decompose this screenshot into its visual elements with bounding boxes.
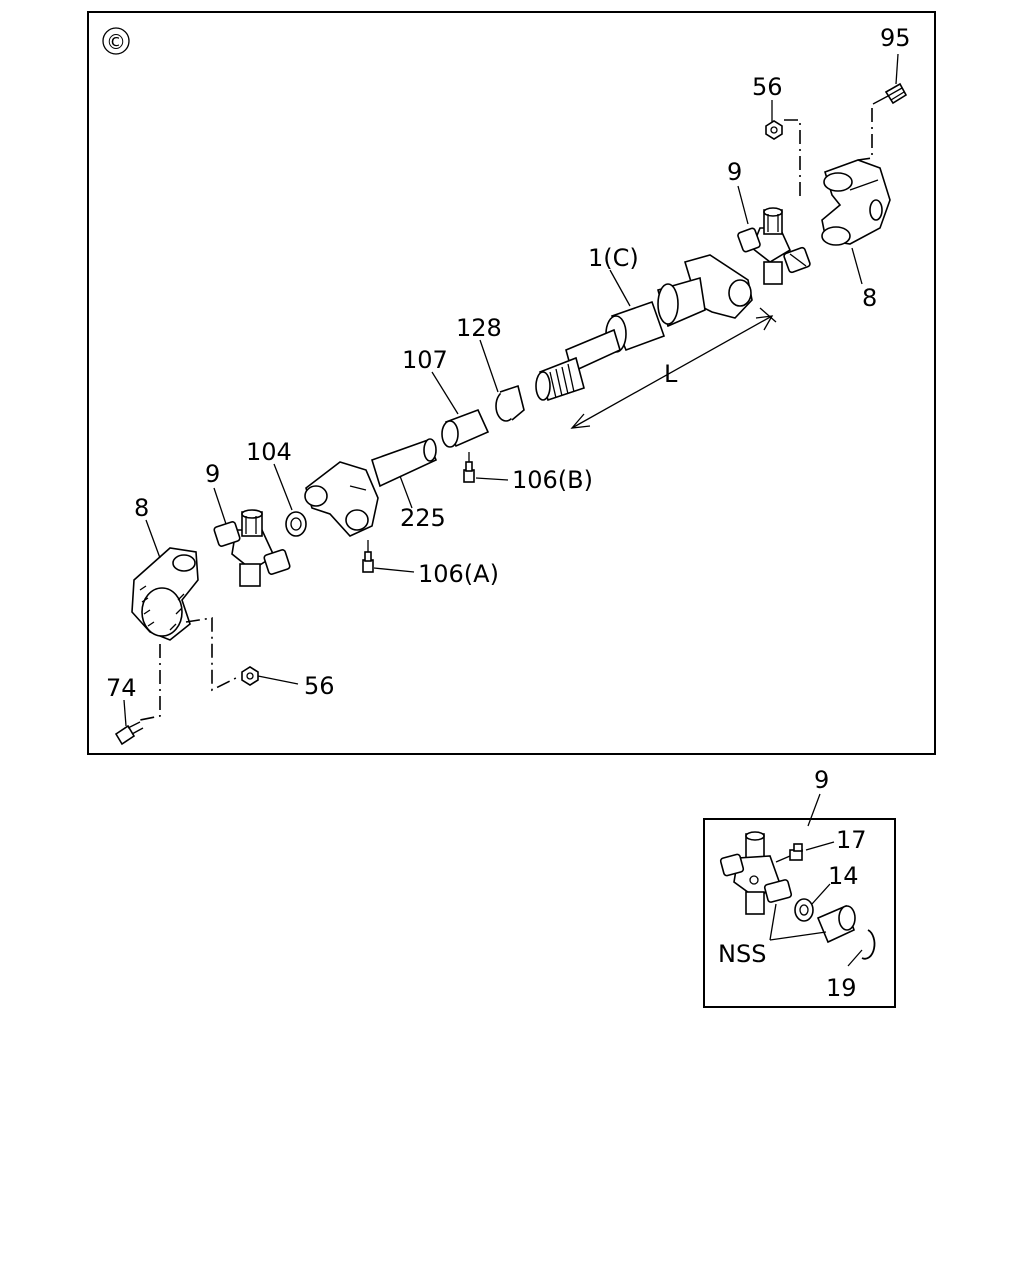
nut-56-top bbox=[765, 120, 783, 140]
inset-frame bbox=[703, 818, 896, 1008]
flange-yoke-8-right bbox=[821, 159, 891, 246]
inset-cross-9 bbox=[719, 831, 793, 915]
inset-grease-nipple-17 bbox=[775, 843, 803, 863]
length-dimension-L bbox=[570, 307, 777, 429]
universal-joint-cross-9-right bbox=[737, 207, 811, 285]
callout-74: 74 bbox=[106, 674, 137, 702]
inset-seal-14 bbox=[794, 898, 814, 922]
nut-56-bottom bbox=[241, 666, 259, 686]
callout-107: 107 bbox=[402, 346, 448, 374]
flange-yoke-8-left bbox=[131, 547, 199, 641]
callout-106b: 106(B) bbox=[512, 466, 593, 494]
callout-8-right: 8 bbox=[862, 284, 877, 312]
callout-56-top: 56 bbox=[752, 73, 783, 101]
bearing-cap-104 bbox=[285, 511, 307, 537]
inset-bearing-cup bbox=[816, 904, 856, 944]
universal-joint-cross-9-left bbox=[213, 509, 291, 587]
bolt-95 bbox=[872, 82, 908, 105]
svg-text:©: © bbox=[106, 30, 126, 54]
inset-callout-17: 17 bbox=[836, 826, 867, 854]
inset-callout-19: 19 bbox=[826, 974, 857, 1002]
callout-9-left: 9 bbox=[205, 460, 220, 488]
inset-callout-14: 14 bbox=[828, 862, 859, 890]
callout-95: 95 bbox=[880, 24, 911, 52]
callout-56-bottom: 56 bbox=[304, 672, 335, 700]
inset-snap-ring-19 bbox=[861, 929, 876, 960]
boot-sleeve-107 bbox=[441, 408, 490, 448]
slip-yoke-225 bbox=[304, 438, 438, 537]
seal-ring-128 bbox=[495, 384, 525, 422]
callout-225: 225 bbox=[400, 504, 446, 532]
grease-nipple-106a bbox=[362, 540, 374, 573]
callout-L: L bbox=[664, 360, 678, 388]
grease-nipple-106b bbox=[463, 452, 475, 483]
callout-128: 128 bbox=[456, 314, 502, 342]
inset-leader-lines bbox=[769, 841, 863, 967]
main-diagram-frame bbox=[87, 11, 936, 755]
inset-callout-9: 9 bbox=[814, 766, 829, 794]
propeller-shaft-1c bbox=[535, 254, 753, 402]
inset-callout-nss: NSS bbox=[718, 940, 766, 968]
callout-106a: 106(A) bbox=[418, 560, 499, 588]
callout-9-top: 9 bbox=[727, 158, 742, 186]
section-symbol: © bbox=[102, 27, 130, 55]
callout-1c: 1(C) bbox=[588, 244, 639, 272]
callout-8-left: 8 bbox=[134, 494, 149, 522]
callout-104: 104 bbox=[246, 438, 292, 466]
bolt-74 bbox=[114, 721, 144, 746]
leader-lines bbox=[123, 53, 899, 727]
